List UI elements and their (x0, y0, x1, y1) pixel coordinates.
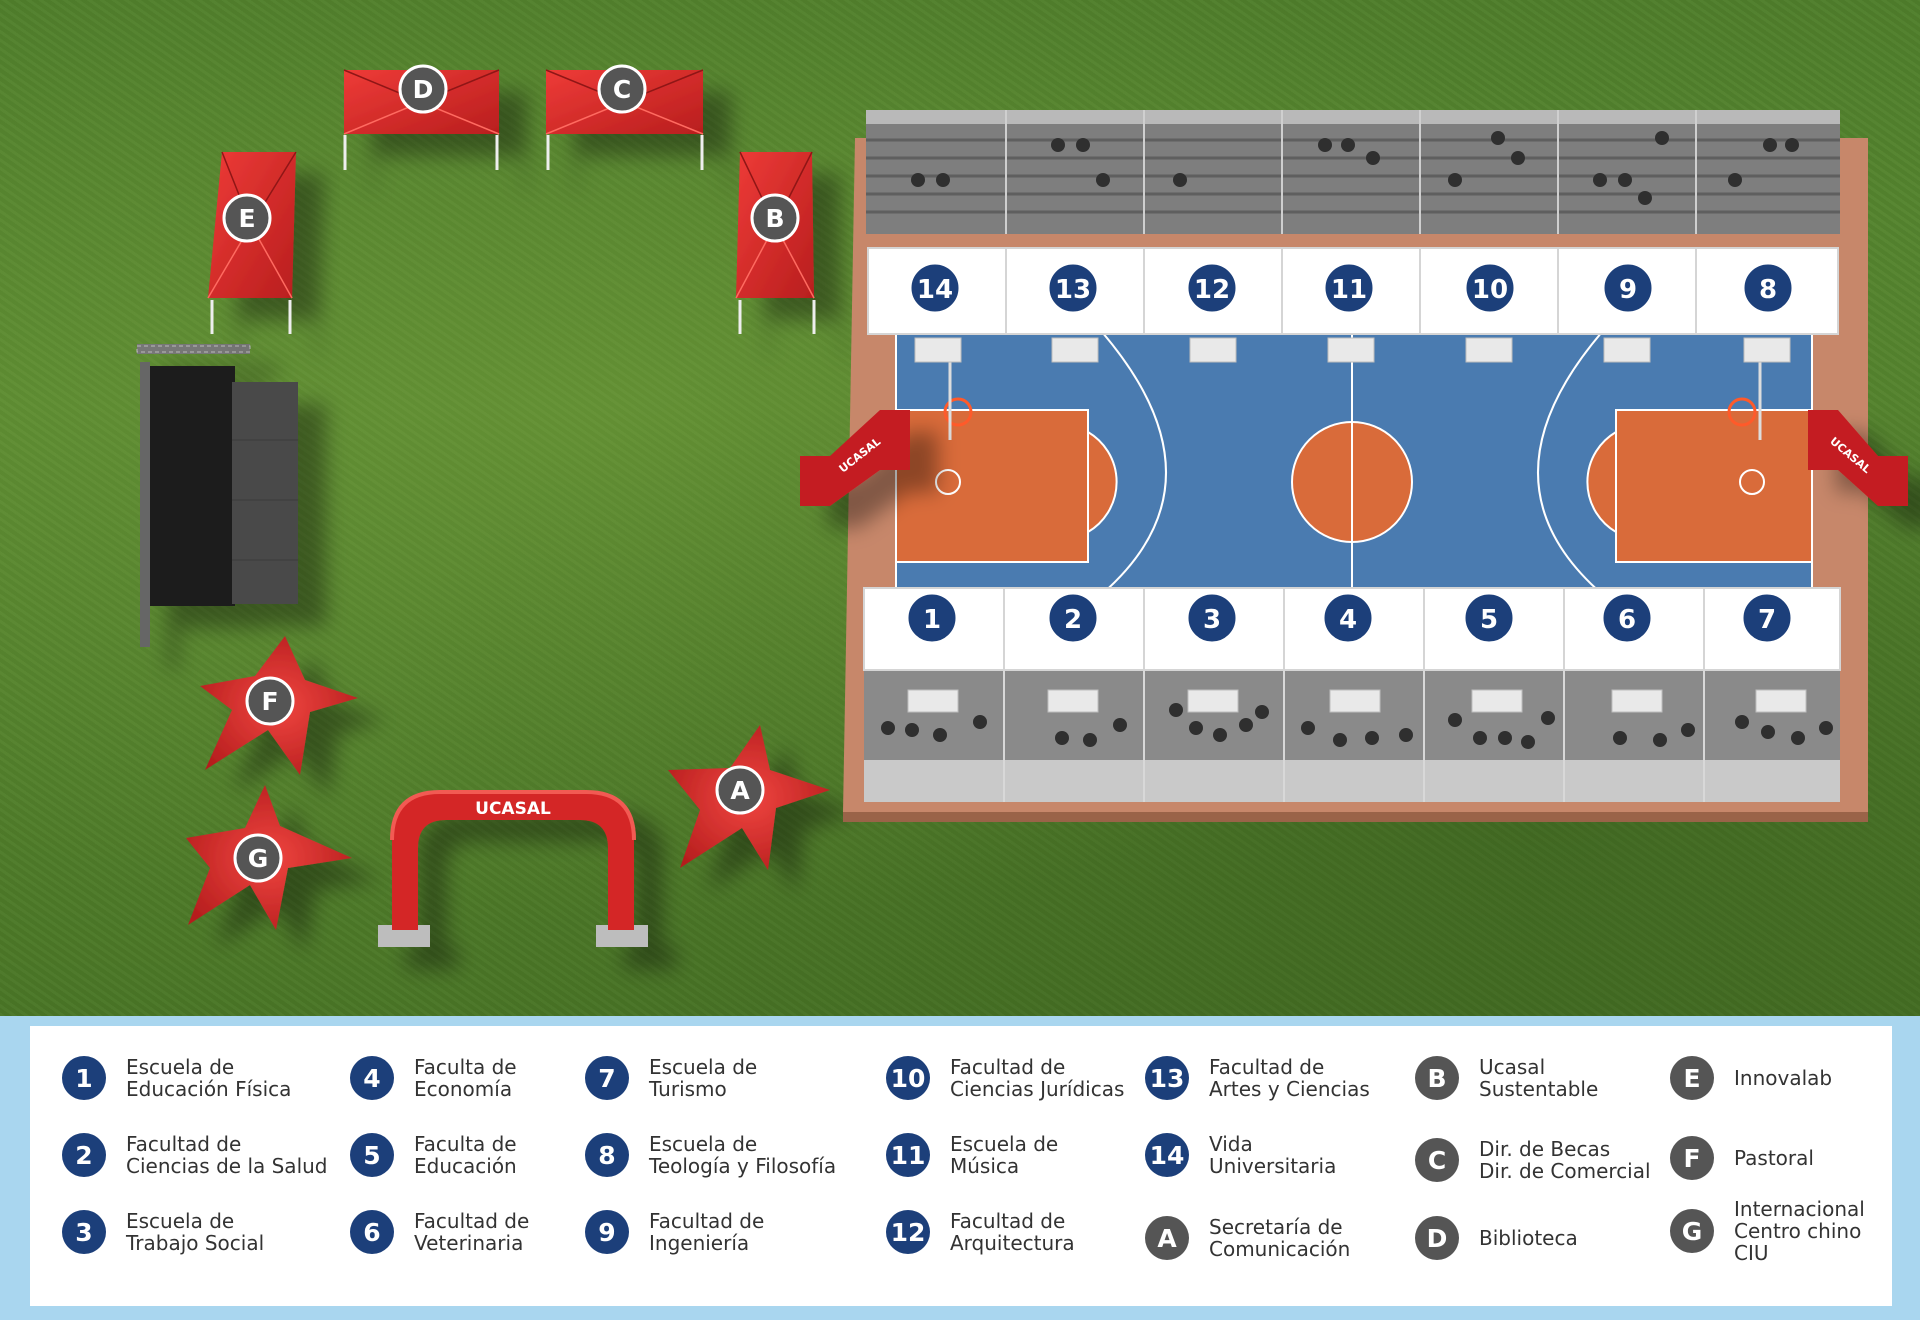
tent-b[interactable] (735, 151, 816, 334)
map-illustration: UCASAL (136, 64, 1908, 947)
svg-text:D: D (413, 75, 434, 104)
legend-badge: 6 (350, 1210, 394, 1254)
marker-booth-3[interactable]: 3 (1185, 591, 1239, 645)
bleachers (866, 110, 1840, 234)
legend-badge: 8 (585, 1133, 629, 1177)
marker-booth-9[interactable]: 9 (1601, 261, 1655, 315)
legend-badge: 9 (585, 1210, 629, 1254)
marker-e[interactable]: E (222, 193, 272, 243)
marker-d[interactable]: D (398, 64, 448, 114)
legend-badge: G (1670, 1209, 1714, 1253)
marker-booth-7[interactable]: 7 (1740, 591, 1794, 645)
marker-f[interactable]: F (245, 676, 295, 726)
marker-booth-13[interactable]: 13 (1046, 261, 1100, 315)
svg-text:5: 5 (1480, 605, 1498, 635)
legend-badge: E (1670, 1056, 1714, 1100)
legend-badge: 5 (350, 1133, 394, 1177)
legend-item-d: D Biblioteca (1415, 1216, 1578, 1260)
svg-text:C: C (613, 75, 631, 104)
legend-badge: A (1145, 1216, 1189, 1260)
svg-text:E: E (238, 204, 255, 233)
svg-text:A: A (730, 776, 750, 805)
legend-badge: 1 (62, 1056, 106, 1100)
legend-badge: 13 (1145, 1056, 1189, 1100)
svg-text:F: F (261, 687, 278, 716)
basketball-court (895, 331, 1813, 595)
svg-text:13: 13 (1055, 275, 1091, 305)
stage-platform (136, 344, 298, 647)
marker-booth-1[interactable]: 1 (905, 591, 959, 645)
marker-b[interactable]: B (750, 193, 800, 243)
marker-booth-12[interactable]: 12 (1185, 261, 1239, 315)
svg-text:B: B (765, 204, 784, 233)
marker-booth-2[interactable]: 2 (1046, 591, 1100, 645)
legend-badge: 3 (62, 1210, 106, 1254)
svg-text:12: 12 (1194, 275, 1230, 305)
marker-booth-4[interactable]: 4 (1321, 591, 1375, 645)
svg-text:3: 3 (1203, 605, 1221, 635)
booths-bottom (863, 587, 1841, 802)
legend-badge: D (1415, 1216, 1459, 1260)
legend-badge: C (1415, 1138, 1459, 1182)
svg-text:8: 8 (1759, 275, 1777, 305)
legend-badge: B (1415, 1056, 1459, 1100)
legend-badge: 10 (886, 1056, 930, 1100)
marker-booth-10[interactable]: 10 (1463, 261, 1517, 315)
inflatable-arch[interactable]: UCASAL (378, 790, 648, 947)
tent-e[interactable] (207, 151, 297, 334)
marker-g[interactable]: G (233, 833, 283, 883)
legend-badge: 11 (886, 1133, 930, 1177)
svg-text:7: 7 (1758, 605, 1776, 635)
arch-brand: UCASAL (475, 799, 551, 819)
svg-text:6: 6 (1618, 605, 1636, 635)
legend-badge: 7 (585, 1056, 629, 1100)
svg-text:14: 14 (917, 275, 953, 305)
marker-booth-8[interactable]: 8 (1741, 261, 1795, 315)
legend-badge: 2 (62, 1133, 106, 1177)
svg-text:11: 11 (1331, 275, 1367, 305)
svg-text:4: 4 (1339, 605, 1357, 635)
marker-a[interactable]: A (715, 765, 765, 815)
legend-item-f: F Pastoral (1670, 1136, 1814, 1180)
legend-badge: 12 (886, 1210, 930, 1254)
svg-text:9: 9 (1619, 275, 1637, 305)
marker-booth-14[interactable]: 14 (908, 261, 962, 315)
legend-badge: 14 (1145, 1133, 1189, 1177)
marker-c[interactable]: C (597, 64, 647, 114)
marker-booth-6[interactable]: 6 (1600, 591, 1654, 645)
svg-text:G: G (248, 844, 269, 873)
legend-item-e: E Innovalab (1670, 1056, 1832, 1100)
legend-badge: 4 (350, 1056, 394, 1100)
legend-badge: F (1670, 1136, 1714, 1180)
svg-text:1: 1 (923, 605, 941, 635)
marker-booth-11[interactable]: 11 (1322, 261, 1376, 315)
svg-text:2: 2 (1064, 605, 1082, 635)
marker-booth-5[interactable]: 5 (1462, 591, 1516, 645)
svg-text:10: 10 (1472, 275, 1508, 305)
